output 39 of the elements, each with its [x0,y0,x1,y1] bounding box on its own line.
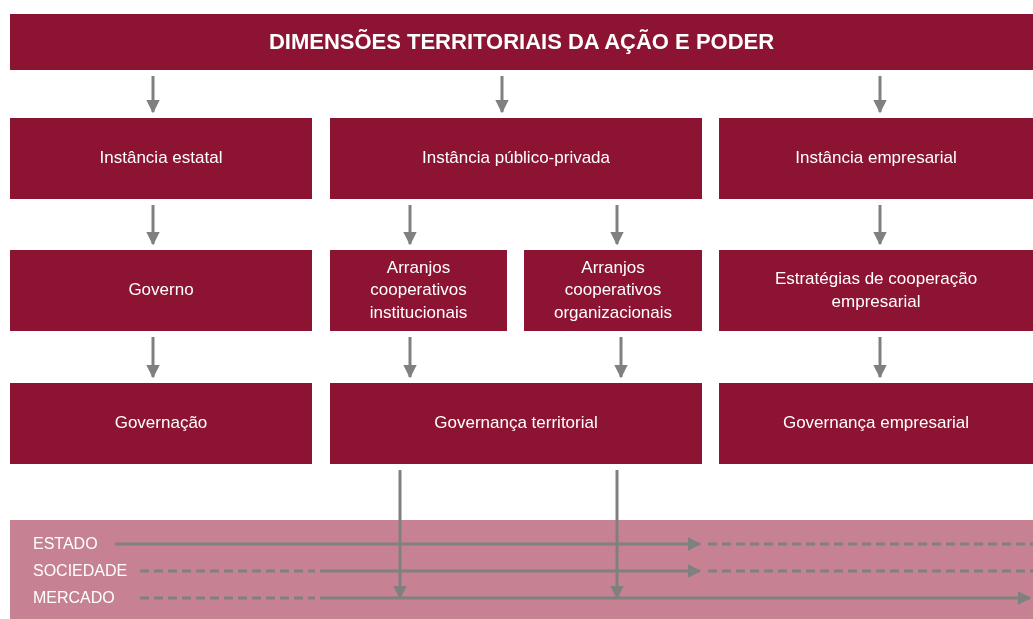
box-label: Instância empresarial [795,147,957,170]
box-label: Arranjos cooperativos institucionais [368,257,469,324]
arrow [873,337,887,379]
process-box [330,250,507,331]
process-box [719,250,1033,331]
sector-label: SOCIEDADE [33,561,128,581]
arrow [146,337,160,379]
sector-band [10,520,1033,619]
title-banner [10,14,1033,70]
arrow [873,205,887,246]
arrow [146,76,160,114]
process-box [330,383,702,464]
arrow [393,470,407,600]
banner-label: DIMENSÕES TERRITORIAIS DA AÇÃO E PODER [268,27,775,56]
arrow [610,205,624,246]
arrow [403,337,417,379]
box-label: Governação [114,412,208,435]
box-label: Governança territorial [434,412,598,435]
process-box [330,118,702,199]
sector-label: ESTADO [33,534,98,554]
sector-label: MERCADO [33,588,115,608]
arrow [495,76,509,114]
process-box [10,250,312,331]
process-box [524,250,702,331]
process-box [719,118,1033,199]
arrow [614,337,628,379]
process-box [10,383,312,464]
arrow [403,205,417,246]
box-label: Estratégias de cooperação empresarial [773,268,979,313]
arrow [610,470,624,600]
box-label: Instância estatal [99,147,223,170]
process-box [719,383,1033,464]
box-label: Governo [128,279,194,302]
box-label: Governança empresarial [782,412,970,435]
box-label: Instância público-privada [421,147,611,170]
arrow [873,76,887,114]
arrow [146,205,160,246]
box-label: Arranjos cooperativos organizacionais [552,257,674,324]
process-box [10,118,312,199]
